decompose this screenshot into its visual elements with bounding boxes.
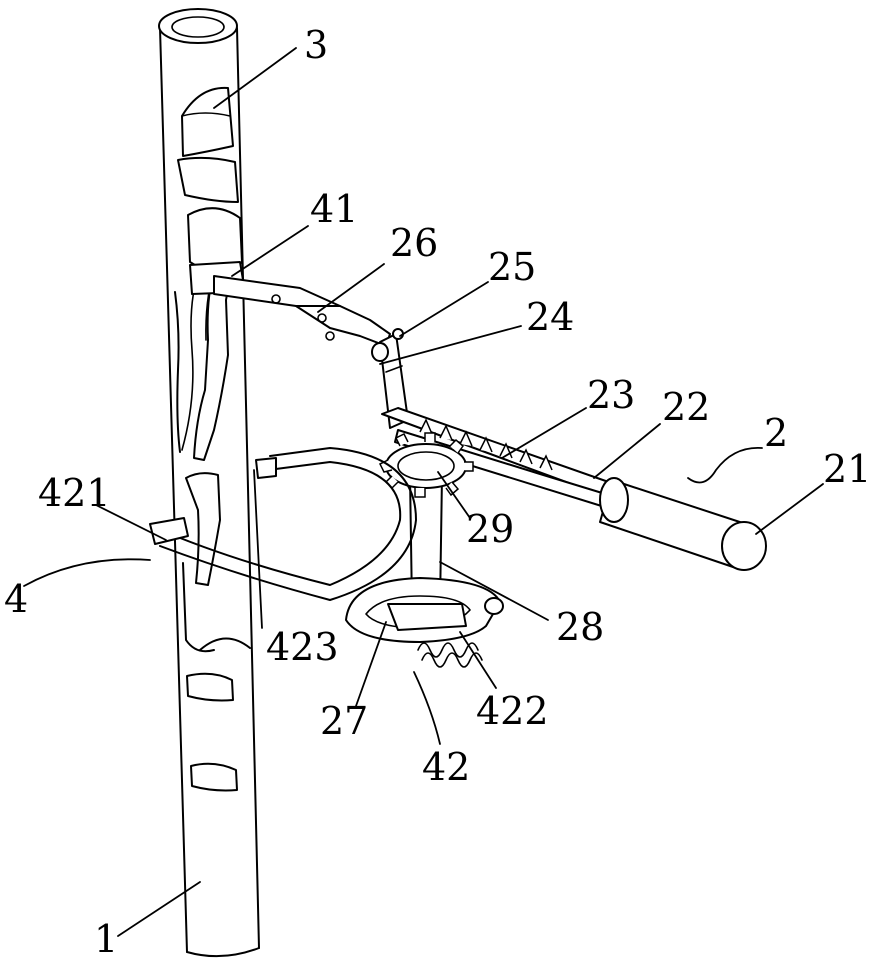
label-4: 4	[4, 577, 28, 621]
linkage-arm	[190, 262, 408, 428]
label-21: 21	[823, 447, 871, 491]
base-ring	[346, 578, 503, 667]
label-29: 29	[466, 507, 514, 551]
label-3: 3	[304, 23, 328, 67]
label-422: 422	[476, 689, 549, 733]
label-423: 423	[266, 625, 339, 669]
label-421: 421	[38, 471, 111, 515]
label-28: 28	[556, 605, 604, 649]
label-25: 25	[488, 245, 536, 289]
label-27: 27	[320, 699, 368, 743]
label-22: 22	[662, 385, 710, 429]
label-24: 24	[526, 295, 574, 339]
vertical-tube	[159, 9, 259, 956]
label-42: 42	[422, 745, 470, 789]
label-26: 26	[390, 221, 438, 265]
label-41: 41	[310, 187, 358, 231]
label-23: 23	[587, 373, 635, 417]
label-2: 2	[764, 411, 788, 455]
label-1: 1	[94, 917, 118, 960]
curved-wire	[150, 448, 416, 600]
